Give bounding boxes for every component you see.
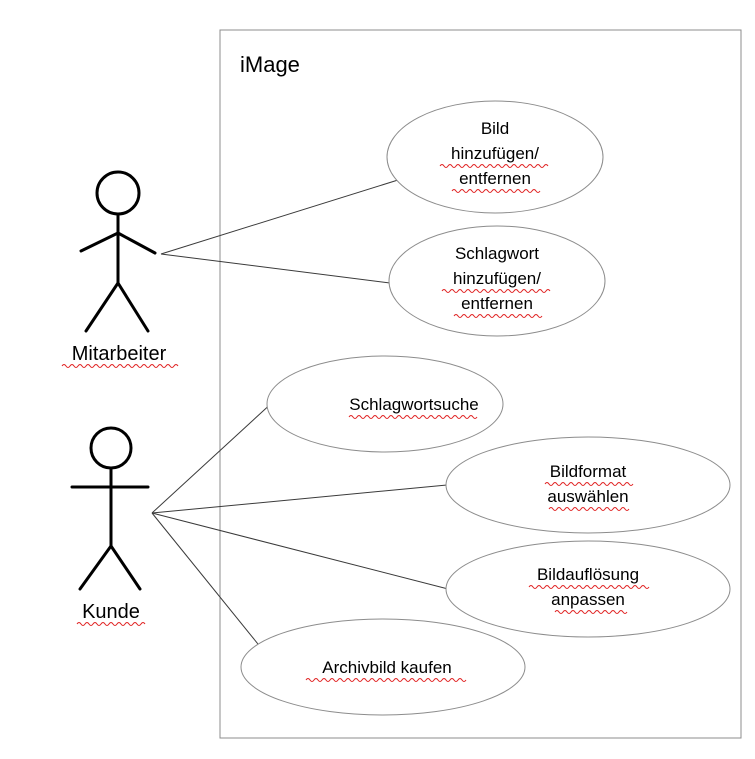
actor-kunde-label: Kunde <box>82 601 140 623</box>
use-case-schlagwortsuche-label: Schlagwortsuche <box>349 395 478 414</box>
association-mitarbeiter-schlagwort <box>160 253 391 284</box>
use-case-schlagwort-line-2: hinzufügen/ <box>453 269 541 288</box>
actor-mitarbeiter[interactable]: Mitarbeiter <box>61 170 179 368</box>
use-case-bildformat[interactable]: Bildformat auswählen <box>445 436 731 534</box>
use-case-bildformat-line-2: auswählen <box>547 487 628 506</box>
use-case-schlagwort-line-3: entfernen <box>461 294 533 313</box>
use-case-schlagwort-line-1: Schlagwort <box>455 244 539 263</box>
association-kunde-bildformat <box>151 484 448 514</box>
association-mitarbeiter-bild <box>160 179 399 255</box>
use-case-schlagwort[interactable]: Schlagwort hinzufügen/ entfernen <box>388 225 606 337</box>
association-kunde-schlagwortsuche <box>151 400 275 514</box>
stick-figure-icon <box>70 426 150 591</box>
associations <box>151 179 453 650</box>
use-case-bild-line-1: Bild <box>481 119 509 138</box>
use-case-bildaufloesung[interactable]: Bildauflösung anpassen <box>445 540 731 638</box>
use-case-bildformat-line-1: Bildformat <box>550 462 627 481</box>
stick-figure-icon <box>79 170 157 333</box>
system-title: iMage <box>240 52 300 77</box>
use-case-bildaufloesung-line-1: Bildauflösung <box>537 565 639 584</box>
use-case-bild[interactable]: Bild hinzufügen/ entfernen <box>386 100 604 214</box>
use-case-bild-line-3: entfernen <box>459 169 531 188</box>
use-case-bildaufloesung-line-2: anpassen <box>551 590 625 609</box>
use-case-schlagwortsuche[interactable]: Schlagwortsuche <box>266 355 504 453</box>
use-case-bild-line-2: hinzufügen/ <box>451 144 539 163</box>
actor-kunde[interactable]: Kunde <box>70 426 150 626</box>
association-kunde-bildaufloesung <box>151 512 453 591</box>
association-kunde-archivbild <box>151 512 263 650</box>
use-case-archivbild[interactable]: Archivbild kaufen <box>240 618 526 716</box>
actor-mitarbeiter-label: Mitarbeiter <box>72 343 167 365</box>
use-case-archivbild-label: Archivbild kaufen <box>322 658 451 677</box>
